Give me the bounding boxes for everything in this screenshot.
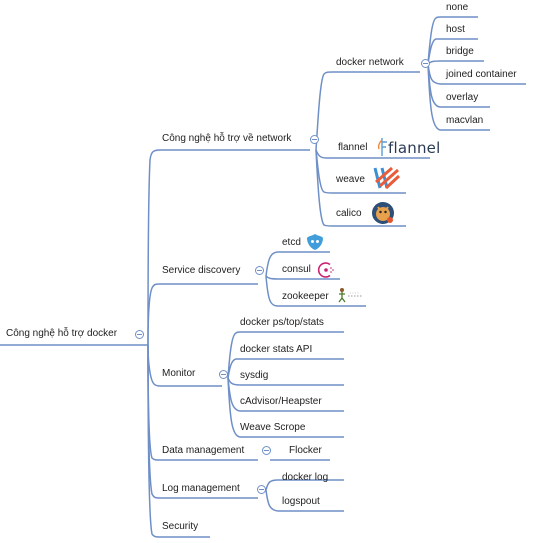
docker-network-collapse-toggle[interactable]	[421, 59, 430, 68]
docker-network-topic[interactable]: docker network	[336, 57, 404, 68]
consul-logo-icon	[317, 261, 335, 282]
data-management-topic[interactable]: Data management	[162, 445, 245, 456]
network-topic[interactable]: Công nghệ hỗ trợ về network	[162, 133, 292, 144]
monitor-weave-scrope[interactable]: Weave Scrope	[240, 422, 306, 433]
network-collapse-toggle[interactable]	[310, 135, 319, 144]
weave-topic[interactable]: weave	[336, 174, 365, 185]
log-management-topic[interactable]: Log management	[162, 483, 240, 494]
network-mode-joined-container[interactable]: joined container	[446, 69, 517, 80]
weave-logo-icon	[372, 164, 402, 195]
etcd-topic[interactable]: etcd	[282, 237, 301, 248]
monitor-docker-stats-api[interactable]: docker stats API	[240, 344, 313, 355]
log-management-logspout[interactable]: logspout	[282, 496, 320, 507]
monitor-cadvisor-heapster[interactable]: cAdvisor/Heapster	[240, 396, 322, 407]
monitor-sysdig[interactable]: sysdig	[240, 370, 269, 381]
network-mode-none[interactable]: none	[446, 2, 469, 13]
flannel-topic[interactable]: flannel	[338, 142, 368, 153]
etcd-logo-icon	[306, 233, 324, 254]
flannel-logo-icon	[375, 137, 389, 160]
monitor-topic[interactable]: Monitor	[162, 368, 196, 379]
network-mode-bridge[interactable]: bridge	[446, 46, 474, 57]
security-topic[interactable]: Security	[162, 521, 199, 532]
data-management-collapse-toggle[interactable]	[262, 446, 271, 455]
zookeeper-logo-icon	[336, 287, 364, 306]
root-collapse-toggle[interactable]	[135, 330, 144, 339]
calico-topic[interactable]: calico	[336, 208, 362, 219]
monitor-collapse-toggle[interactable]	[219, 370, 228, 379]
data-management-flocker[interactable]: Flocker	[289, 445, 322, 456]
calico-logo-icon	[371, 201, 395, 228]
zookeeper-topic[interactable]: zookeeper	[282, 291, 329, 302]
root-topic[interactable]: Công nghệ hỗ trợ docker	[6, 328, 118, 339]
monitor-docker-ps-top-stats[interactable]: docker ps/top/stats	[240, 317, 324, 328]
network-mode-macvlan[interactable]: macvlan	[446, 115, 484, 126]
log-management-docker-log[interactable]: docker log	[282, 472, 329, 483]
network-mode-host[interactable]: host	[446, 24, 465, 35]
service-discovery-topic[interactable]: Service discovery	[162, 265, 241, 276]
consul-topic[interactable]: consul	[282, 264, 311, 275]
flannel-logo-text: flannel	[388, 139, 441, 157]
service-discovery-collapse-toggle[interactable]	[255, 266, 264, 275]
log-management-collapse-toggle[interactable]	[257, 485, 266, 494]
network-mode-overlay[interactable]: overlay	[446, 92, 479, 103]
